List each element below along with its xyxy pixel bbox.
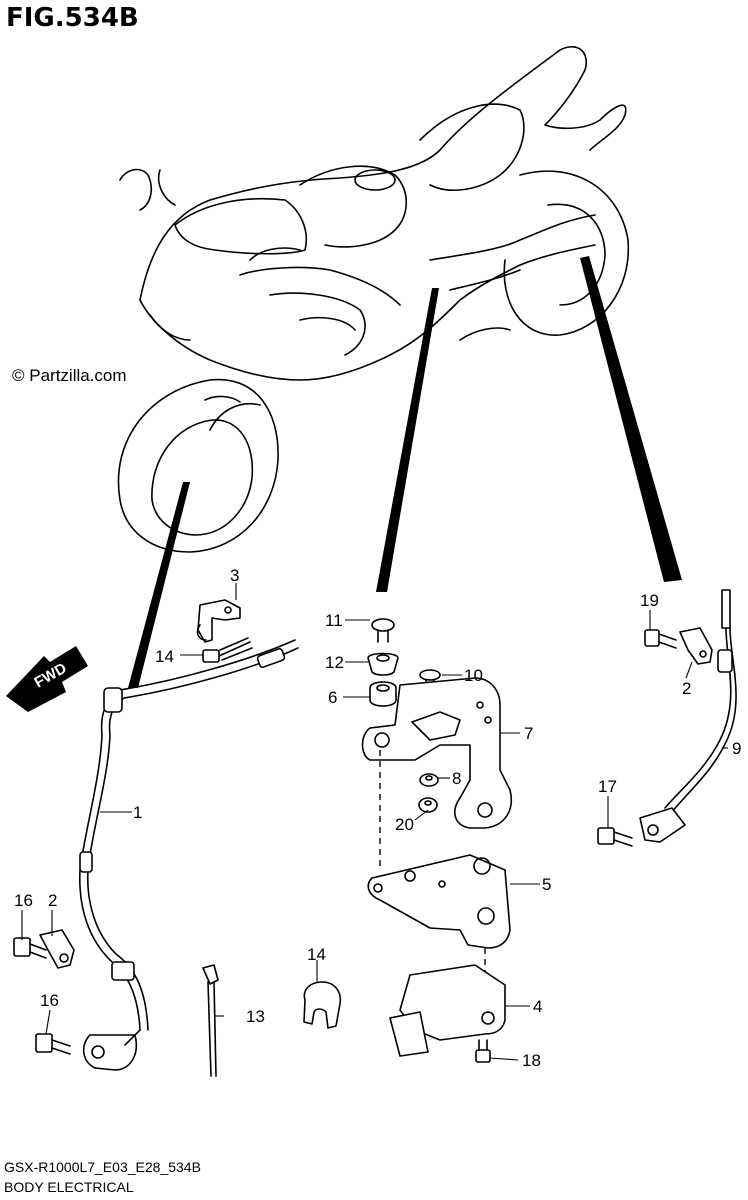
part-rear-sensor-cable	[639, 589, 737, 843]
leader-wedge-front	[128, 482, 190, 688]
callout-18: 18	[522, 1051, 541, 1070]
callout-12: 12	[325, 653, 344, 672]
callout-3: 3	[230, 566, 239, 585]
callout-2-right: 2	[682, 679, 691, 698]
leader-wedge-center	[376, 288, 439, 592]
part-front-sensor-cable	[78, 639, 299, 1071]
part-bolt-15	[202, 637, 253, 663]
callout-16-lower: 16	[40, 991, 59, 1010]
callout-20: 20	[395, 815, 414, 834]
callout-4: 4	[533, 997, 542, 1016]
footer-section-name: BODY ELECTRICAL	[4, 1179, 134, 1195]
callout-6: 6	[328, 688, 337, 707]
part-clamp-2-right	[679, 627, 713, 665]
fwd-arrow: FWD	[6, 646, 88, 712]
part-bolt-16-lower	[35, 1033, 71, 1055]
part-cable-tie-13	[202, 964, 219, 1077]
part-sensor-4	[389, 964, 506, 1057]
motorcycle-illustration	[117, 46, 630, 553]
part-clamp-3	[196, 599, 241, 643]
part-collar-12	[367, 652, 399, 676]
part-nut-8	[419, 773, 439, 787]
callout-17: 17	[598, 777, 617, 796]
callout-1: 1	[133, 803, 142, 822]
callout-9: 9	[732, 739, 741, 758]
leader-wedge-rear	[580, 256, 682, 582]
callout-19: 19	[640, 591, 659, 610]
copyright-text: © Partzilla.com	[12, 366, 127, 385]
callout-16-upper: 16	[14, 891, 33, 910]
part-screw-11	[371, 618, 395, 643]
callout-5: 5	[542, 875, 551, 894]
callout-15: 14	[155, 647, 174, 666]
callout-11: 11	[325, 611, 343, 630]
part-nut-20	[418, 797, 438, 813]
callout-2-left: 2	[48, 891, 57, 910]
callout-14: 14	[307, 945, 326, 964]
part-bracket-7	[361, 677, 512, 829]
part-bolt-17	[597, 827, 633, 847]
part-grommet-6	[369, 681, 397, 707]
figure-title: FIG.534B	[6, 3, 139, 33]
part-clamp-2-left	[39, 929, 75, 969]
callout-leaders	[21, 583, 728, 1061]
part-bolt-19	[644, 629, 677, 649]
part-bolt-16-upper	[13, 937, 47, 959]
callout-8: 8	[452, 769, 461, 788]
callout-13: 13	[246, 1007, 265, 1026]
part-bolt-18	[475, 1039, 491, 1063]
callout-7: 7	[524, 724, 533, 743]
part-plate-5	[367, 854, 511, 949]
callout-10: 10	[464, 666, 483, 685]
part-clamp-14	[303, 981, 342, 1029]
footer-model-code: GSX-R1000L7_E03_E28_534B	[4, 1159, 201, 1175]
